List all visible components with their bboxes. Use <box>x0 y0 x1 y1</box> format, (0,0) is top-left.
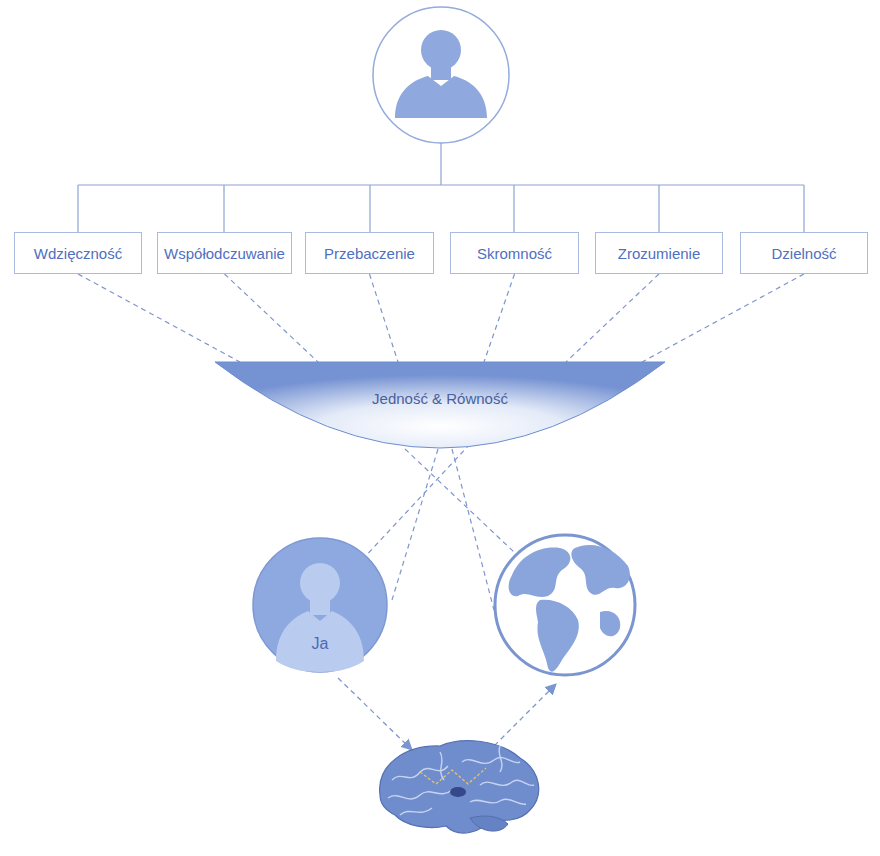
person-shape <box>252 537 388 673</box>
dashed-connector <box>566 274 659 362</box>
self-circle: Ja <box>252 537 388 673</box>
virtue-box: Przebaczenie <box>305 232 434 274</box>
virtue-box: Skromność <box>450 232 579 274</box>
bowl-label: Jedność & Równość <box>372 390 508 407</box>
virtue-box: Zrozumienie <box>595 232 723 274</box>
virtue-box: Współodczuwanie <box>157 232 292 274</box>
globe-icon <box>495 535 635 675</box>
person-icon <box>373 7 509 143</box>
brain-icon <box>380 741 539 833</box>
virtue-label: Dzielność <box>771 245 836 262</box>
virtue-label: Współodczuwanie <box>164 245 285 262</box>
virtue-label: Przebaczenie <box>324 245 415 262</box>
virtue-label: Zrozumienie <box>618 245 701 262</box>
unity-bowl: Jedność & Równość <box>215 360 665 452</box>
dashed-lines <box>392 449 514 610</box>
dashed-arrow <box>488 684 556 752</box>
dashed-connector <box>366 444 470 555</box>
dashed-connector <box>484 274 515 362</box>
dashed-connector <box>225 274 319 362</box>
dashed-connector <box>78 274 240 362</box>
virtue-box: Dzielność <box>740 232 868 274</box>
self-label: Ja <box>312 635 329 653</box>
dashed-connector <box>642 274 804 362</box>
virtue-label: Wdzięczność <box>34 245 122 262</box>
dashed-connector <box>370 274 399 362</box>
tree-lines <box>78 143 804 232</box>
virtue-box: Wdzięczność <box>14 232 142 274</box>
dashed-arrow <box>338 678 412 750</box>
virtue-label: Skromność <box>477 245 552 262</box>
